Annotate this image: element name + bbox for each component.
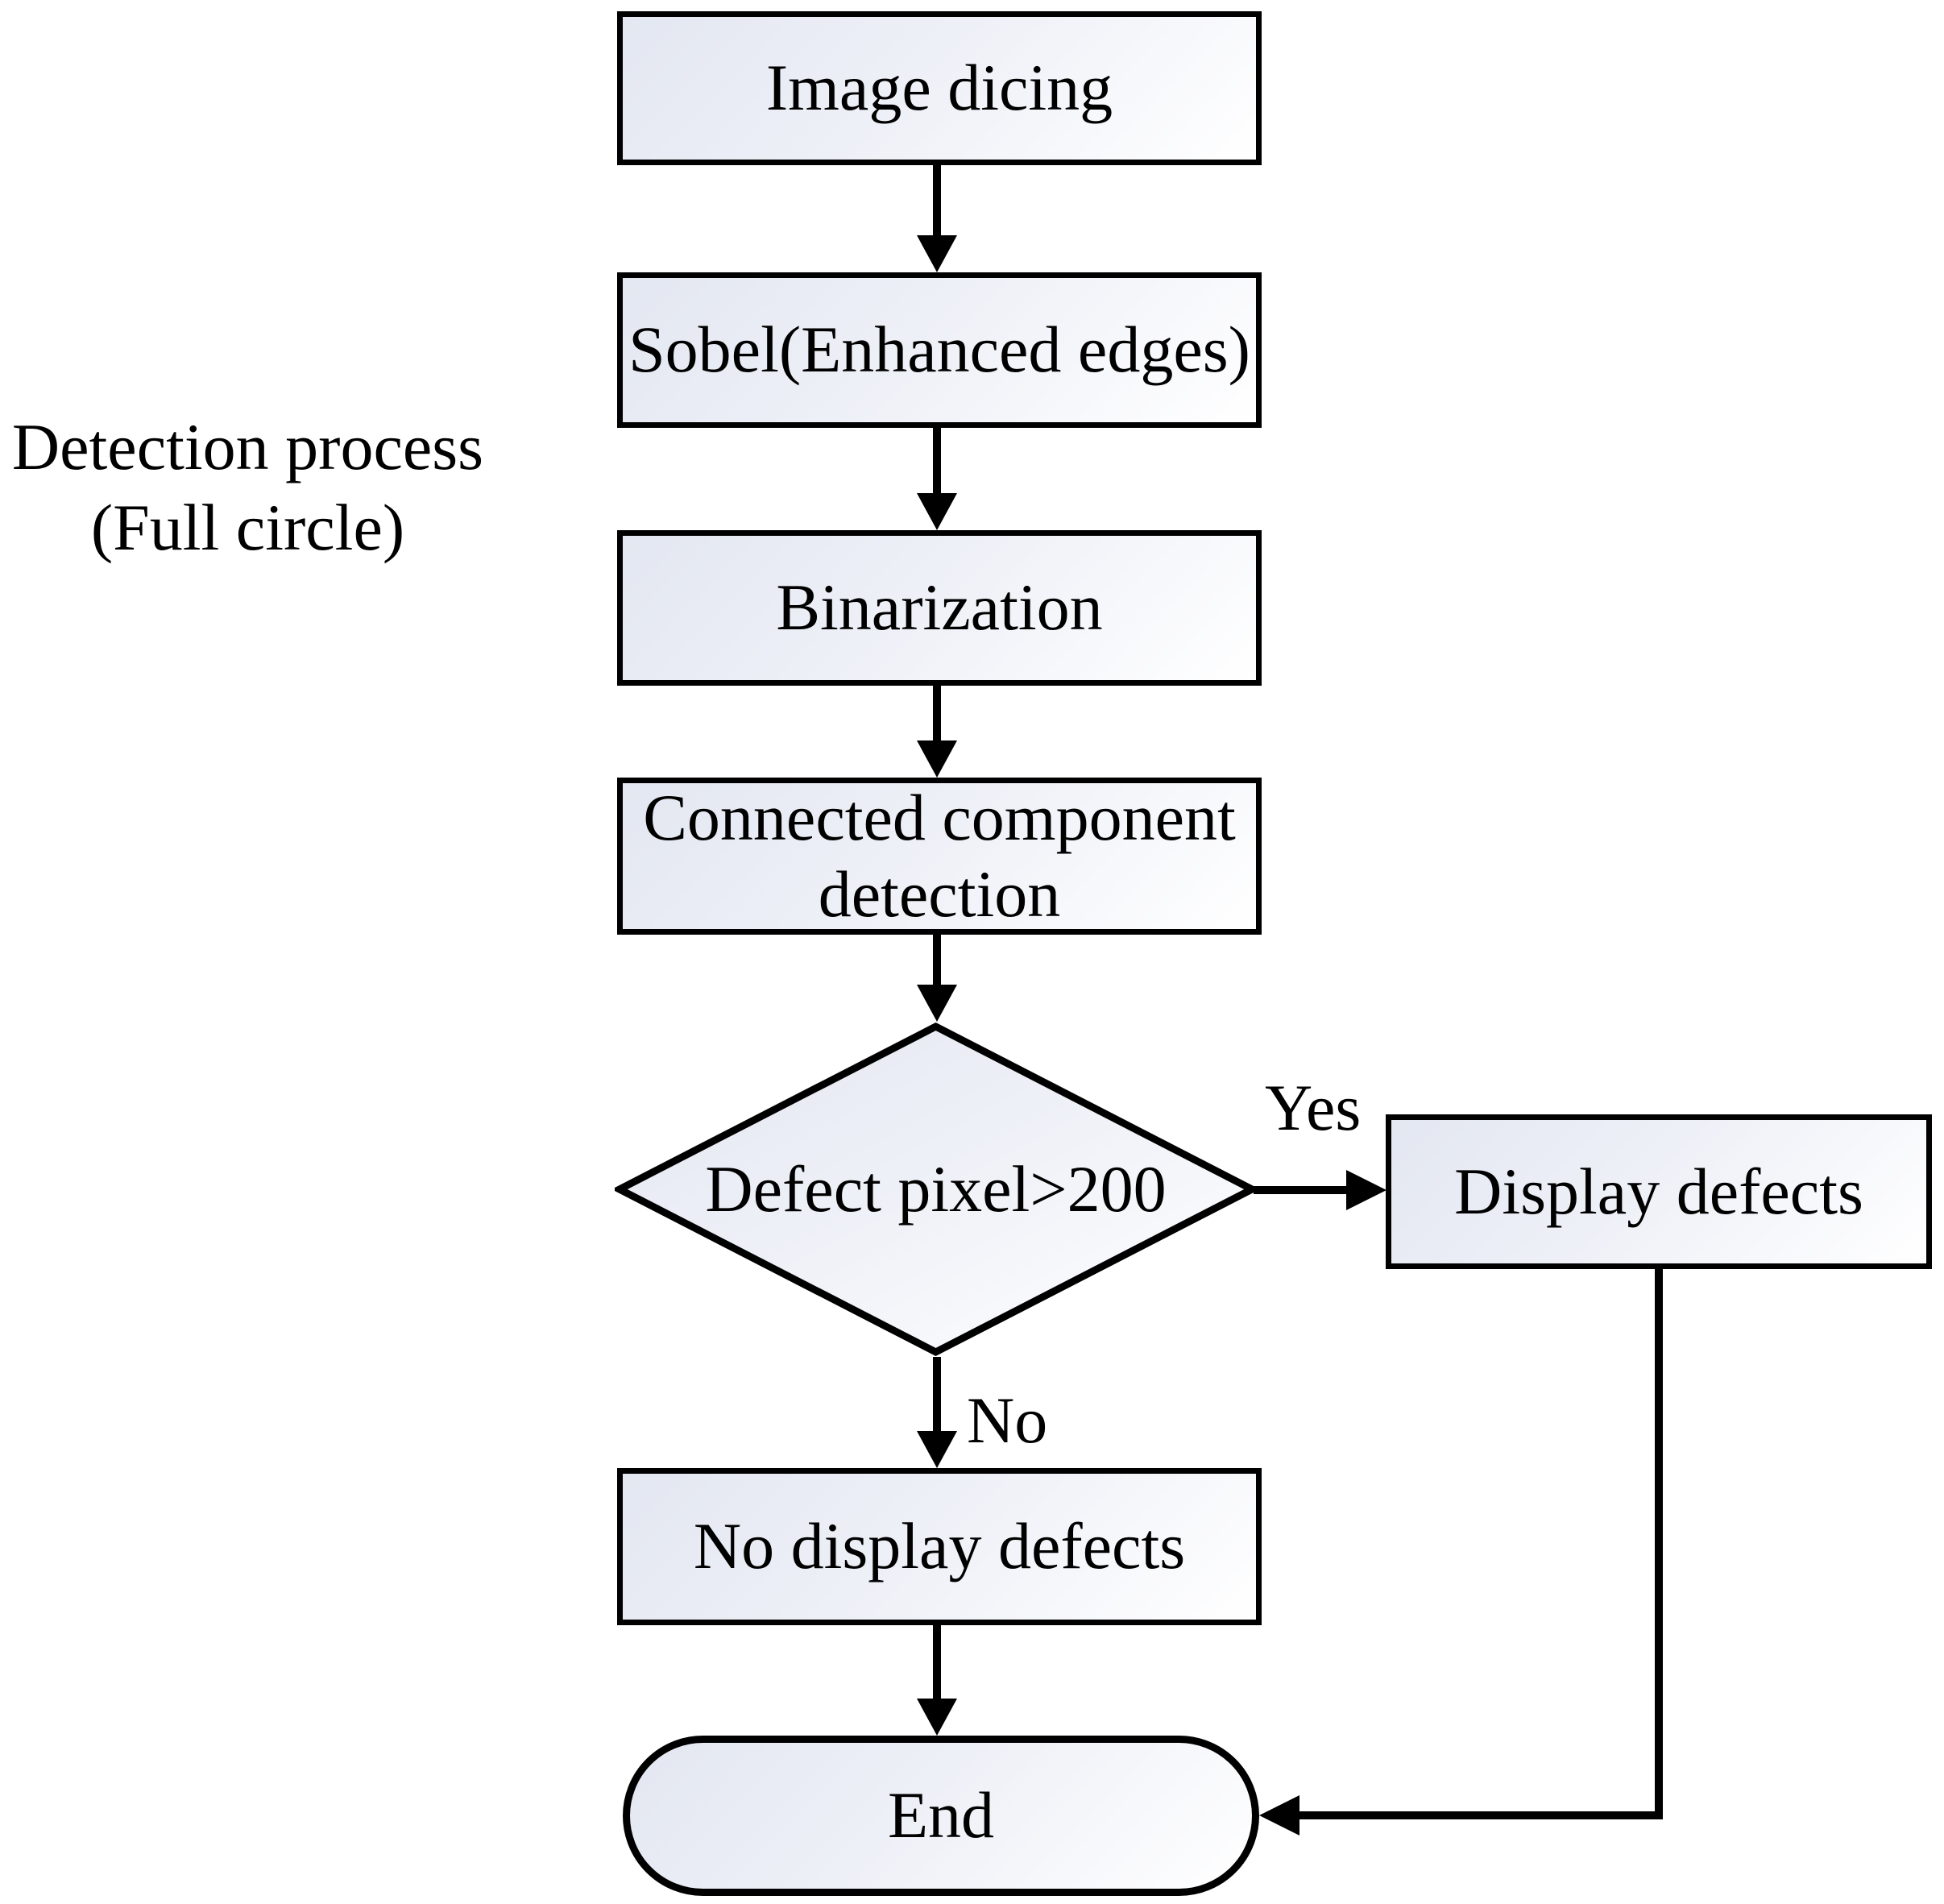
node-display-defects-label: Display defects [1454, 1154, 1863, 1228]
arrow-no-head [917, 1431, 957, 1468]
arrow-nodefects-to-end-head [917, 1699, 957, 1736]
arrow-binarization-to-connected-head [917, 740, 957, 778]
node-sobel-label: Sobel(Enhanced edges) [628, 313, 1250, 387]
arrow-sobel-to-binarization-head [917, 493, 957, 530]
node-connected-component: Connected component detection [617, 778, 1262, 935]
edge-label-yes: Yes [1265, 1071, 1362, 1144]
arrow-nodefects-to-end-stem [933, 1625, 941, 1703]
arrow-dicing-to-sobel-stem [933, 165, 941, 239]
arrow-dicing-to-sobel-head [917, 235, 957, 272]
node-image-dicing: Image dicing [617, 11, 1262, 165]
node-decision: Defect pixel>200 [615, 1022, 1257, 1357]
side-caption-line2: (Full circle) [90, 491, 405, 564]
arrow-connected-to-decision-stem [933, 935, 941, 989]
edge-label-no: No [967, 1383, 1048, 1457]
node-end: End [623, 1736, 1259, 1896]
node-image-dicing-label: Image dicing [765, 51, 1113, 125]
node-no-display-defects-label: No display defects [693, 1509, 1186, 1583]
node-binarization: Binarization [617, 530, 1262, 686]
arrow-binarization-to-connected-stem [933, 686, 941, 745]
arrow-sobel-to-binarization-stem [933, 428, 941, 497]
arrow-yes-head [1346, 1170, 1386, 1210]
arrow-no-stem [933, 1357, 941, 1435]
arrow-connected-to-decision-head [917, 985, 957, 1022]
node-no-display-defects: No display defects [617, 1468, 1262, 1625]
node-connected-component-label: Connected component detection [643, 781, 1236, 931]
connector-display-to-end-head [1259, 1795, 1299, 1836]
node-sobel: Sobel(Enhanced edges) [617, 272, 1262, 428]
node-decision-label: Defect pixel>200 [705, 1152, 1167, 1226]
node-display-defects: Display defects [1386, 1114, 1932, 1269]
side-caption: Detection process (Full circle) [0, 407, 495, 568]
side-caption-line1: Detection process [11, 410, 484, 483]
node-binarization-label: Binarization [776, 570, 1103, 645]
connector-display-to-end-horizontal [1298, 1811, 1663, 1819]
decision-diamond-shape [615, 1022, 1257, 1357]
arrow-yes-stem [1254, 1186, 1349, 1194]
node-end-label: End [887, 1778, 995, 1852]
connector-display-to-end-vertical [1655, 1269, 1663, 1819]
